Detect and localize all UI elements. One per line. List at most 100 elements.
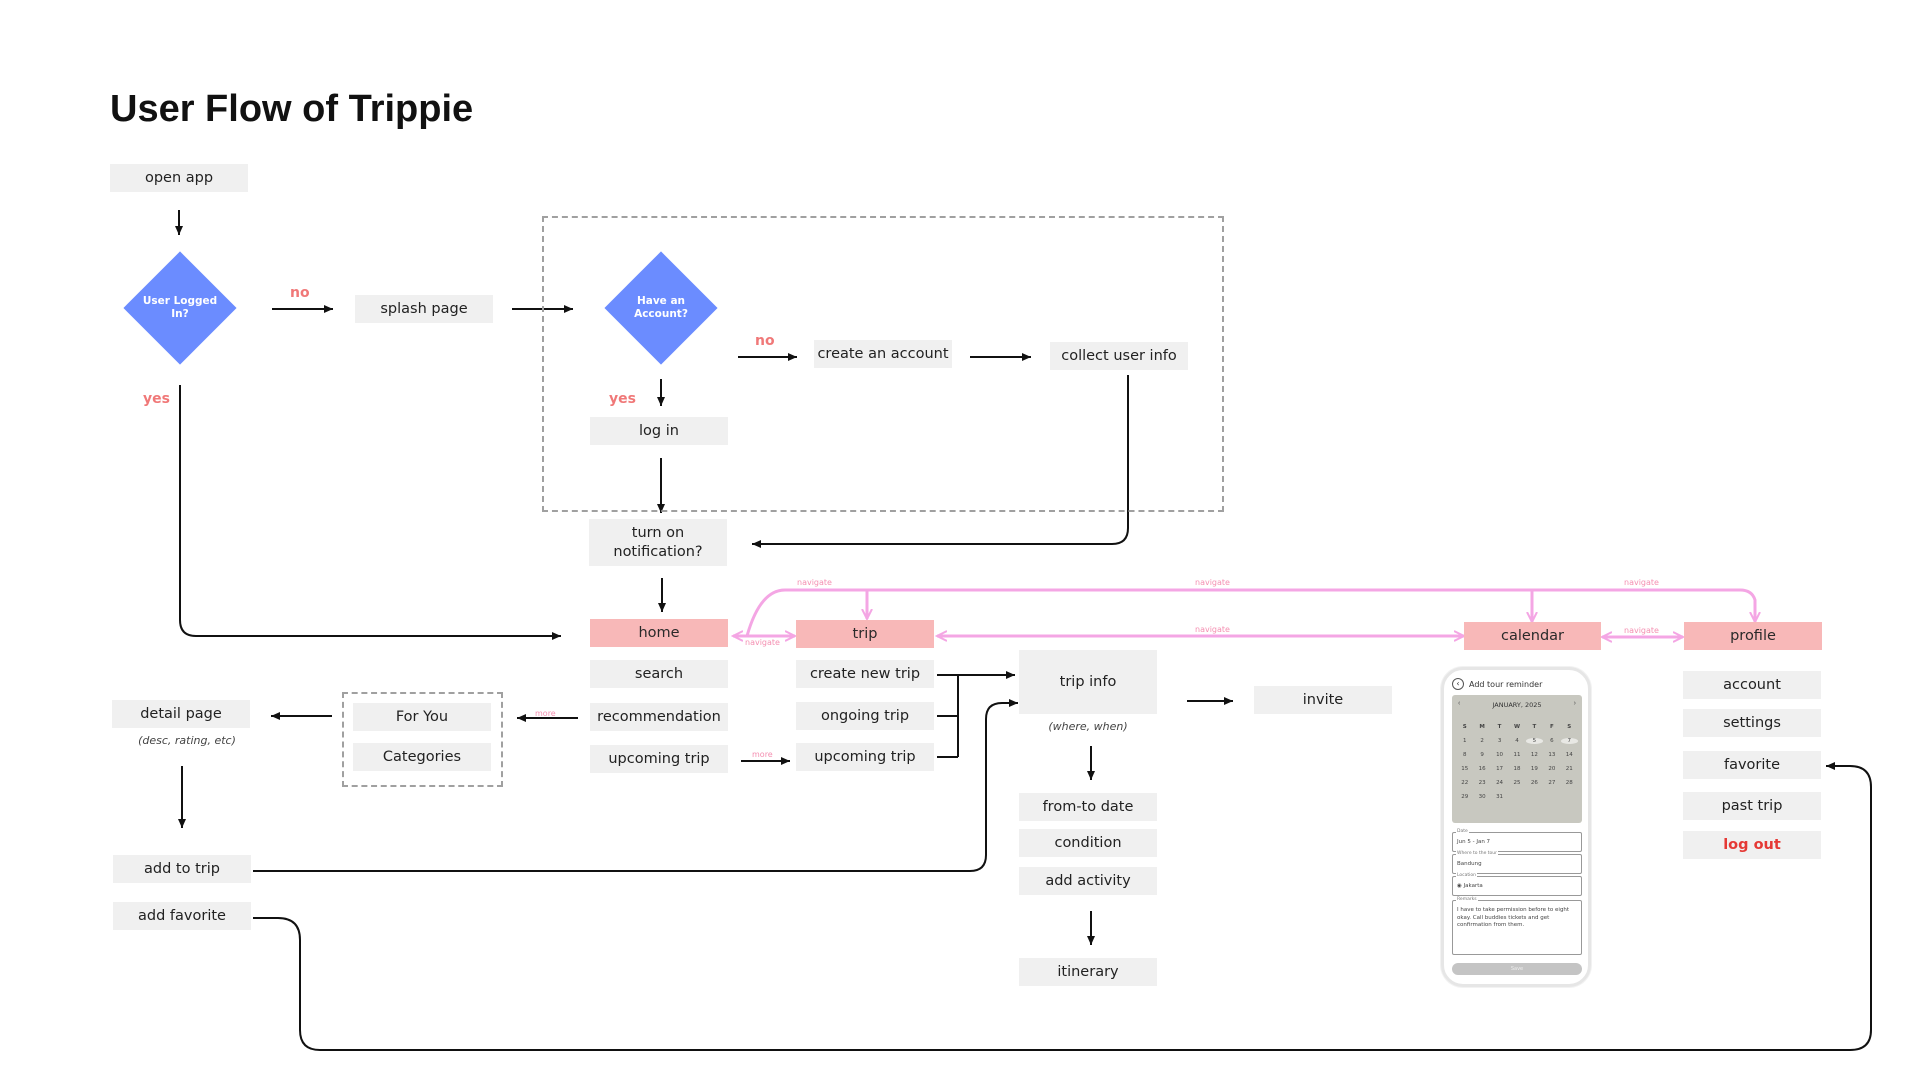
calendar-day: 25 xyxy=(1513,780,1521,786)
arrow-addfav-to-favorite xyxy=(253,762,1872,1051)
navigate-label-1: navigate xyxy=(797,578,832,587)
node-account: account xyxy=(1683,671,1821,699)
node-create-account: create an account xyxy=(814,340,952,368)
phone-header-title: Add tour reminder xyxy=(1469,679,1543,689)
node-log-in: log in xyxy=(590,417,728,445)
node-for-you: For You xyxy=(353,703,491,731)
arrow-addtrip-to-tripinfo xyxy=(253,699,1018,872)
node-itinerary: itinerary xyxy=(1019,958,1157,986)
calendar-day: 5 xyxy=(1525,738,1544,744)
calendar-day: 24 xyxy=(1496,780,1504,786)
node-add-activity: add activity xyxy=(1019,867,1157,895)
node-open-app: open app xyxy=(110,164,248,192)
navigate-label-2: navigate xyxy=(1195,578,1230,587)
more-label-1: more xyxy=(535,709,556,718)
chevron-left-icon: ‹ xyxy=(1458,700,1461,707)
calendar-day: 30 xyxy=(1478,794,1486,800)
calendar-day: 29 xyxy=(1461,794,1469,800)
node-upcoming-trip-home: upcoming trip xyxy=(590,745,728,773)
node-past-trip: past trip xyxy=(1683,792,1821,820)
arrow-yes-to-home xyxy=(179,385,561,640)
node-upcoming-trip: upcoming trip xyxy=(796,743,934,771)
edge-label-no-account: no xyxy=(755,333,775,349)
weekday-header: S xyxy=(1567,724,1572,730)
node-trip: trip xyxy=(796,620,934,648)
calendar-day: 31 xyxy=(1496,794,1504,800)
calendar-day: 3 xyxy=(1497,738,1502,744)
calendar-phone-mockup: ‹ Add tour reminder ‹ JANUARY, 2025 › S M… xyxy=(1441,667,1591,987)
node-recommendation: recommendation xyxy=(590,703,728,731)
page-title: User Flow of Trippie xyxy=(110,88,474,130)
calendar-day: 20 xyxy=(1548,766,1556,772)
calendar-day: 28 xyxy=(1565,780,1573,786)
location-pin-icon: ◉ xyxy=(1457,883,1464,889)
node-create-new-trip: create new trip xyxy=(796,660,934,688)
trip-info-note: (where, when) xyxy=(1048,720,1128,733)
calendar-day: 26 xyxy=(1530,780,1538,786)
weekday-header: F xyxy=(1549,724,1554,730)
calendar-day: 9 xyxy=(1480,752,1484,758)
node-add-favorite: add favorite xyxy=(113,902,251,930)
node-ongoing-trip: ongoing trip xyxy=(796,702,934,730)
node-log-out: log out xyxy=(1683,831,1821,859)
have-account-label: Have an Account? xyxy=(634,294,688,320)
edge-label-yes-logged: yes xyxy=(143,391,170,407)
phone-date-field: Date Jun 5 - Jan 7 xyxy=(1452,829,1582,852)
node-condition: condition xyxy=(1019,829,1157,857)
navigate-label-4: navigate xyxy=(745,638,780,647)
phone-save-button: Save xyxy=(1452,963,1582,975)
edge-label-no-logged: no xyxy=(290,285,310,301)
calendar-day: 22 xyxy=(1461,780,1469,786)
calendar-day: 4 xyxy=(1515,738,1519,744)
calendar-day: 15 xyxy=(1461,766,1469,772)
node-splash-page: splash page xyxy=(355,295,493,323)
calendar-day: 2 xyxy=(1480,738,1484,744)
recommendation-group-frame xyxy=(342,692,503,787)
calendar-day: 10 xyxy=(1496,752,1504,758)
navigate-label-3: navigate xyxy=(1624,578,1659,587)
calendar-day: 19 xyxy=(1530,766,1538,772)
calendar-day: 16 xyxy=(1478,766,1486,772)
calendar-day: 6 xyxy=(1550,738,1554,744)
more-label-2: more xyxy=(752,750,773,759)
phone-location-field: Location ◉ Jakarta xyxy=(1452,873,1582,896)
calendar-day: 7 xyxy=(1560,738,1578,744)
node-favorite: favorite xyxy=(1683,751,1821,779)
calendar-day: 8 xyxy=(1462,752,1467,758)
calendar-day: 17 xyxy=(1496,766,1504,772)
calendar-day: 21 xyxy=(1565,766,1573,772)
node-add-to-trip: add to trip xyxy=(113,855,251,883)
detail-page-note: (desc, rating, etc) xyxy=(138,734,236,747)
calendar-day: 23 xyxy=(1478,780,1486,786)
phone-remarks-field: Remarks I have to take permission before… xyxy=(1452,897,1582,955)
calendar-day: 27 xyxy=(1548,780,1556,786)
arrow-collect-to-notification xyxy=(752,375,1129,548)
node-detail-page: detail page xyxy=(112,700,250,728)
node-from-to-date: from-to date xyxy=(1019,793,1157,821)
node-calendar: calendar xyxy=(1464,622,1601,650)
back-arrow-icon: ‹ xyxy=(1452,678,1464,690)
auth-group-frame xyxy=(542,216,1224,512)
edge-label-yes-account: yes xyxy=(609,391,636,407)
calendar-day: 12 xyxy=(1530,752,1538,758)
node-categories: Categories xyxy=(353,743,491,771)
bracket-trip-items xyxy=(937,675,959,758)
calendar-day: 1 xyxy=(1462,738,1467,744)
chevron-right-icon: › xyxy=(1573,700,1576,707)
node-invite: invite xyxy=(1254,686,1392,714)
node-profile: profile xyxy=(1684,622,1822,650)
calendar-day: 13 xyxy=(1548,752,1556,758)
phone-calendar-month: JANUARY, 2025 xyxy=(1492,701,1542,709)
node-home: home xyxy=(590,619,728,647)
node-search: search xyxy=(590,660,728,688)
weekday-header: T xyxy=(1497,724,1502,730)
calendar-day: 11 xyxy=(1513,752,1521,758)
calendar-day: 18 xyxy=(1513,766,1521,772)
navigate-label-5: navigate xyxy=(1195,625,1230,634)
weekday-header: M xyxy=(1479,724,1485,730)
calendar-day: 14 xyxy=(1565,752,1573,758)
weekday-header: S xyxy=(1462,724,1467,730)
